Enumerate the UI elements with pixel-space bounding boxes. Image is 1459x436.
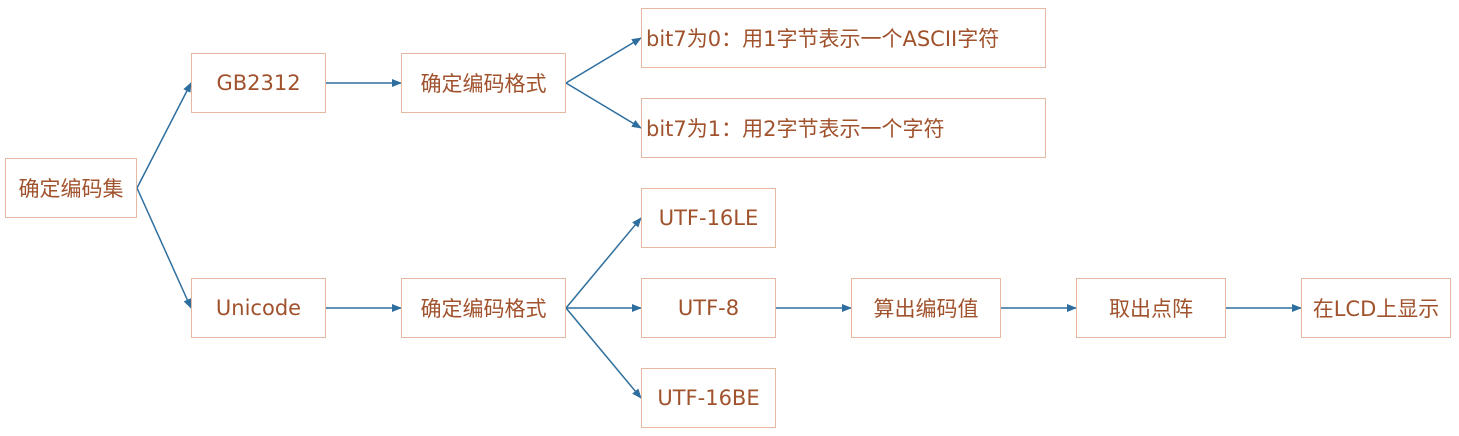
- node-uni-format: 确定编码格式: [401, 278, 566, 338]
- node-utf8: UTF-8: [641, 278, 776, 338]
- node-bit7-1: bit7为1：用2字节表示一个字符: [641, 98, 1046, 158]
- arrow-format-to-bit7-0: [565, 37, 642, 84]
- arrow-format-to-utf16be: [565, 307, 642, 399]
- node-calc-code: 算出编码值: [851, 278, 1001, 338]
- node-show-lcd: 在LCD上显示: [1301, 278, 1451, 338]
- node-utf16be: UTF-16BE: [641, 368, 776, 428]
- node-bit7-0: bit7为0：用1字节表示一个ASCII字符: [641, 8, 1046, 68]
- node-get-dots: 取出点阵: [1076, 278, 1226, 338]
- arrow-format-to-utf16le: [565, 217, 642, 309]
- arrow-format-to-bit7-1: [565, 82, 642, 129]
- arrow-charset-to-gb2312: [136, 82, 192, 189]
- node-gb2312: GB2312: [191, 53, 326, 113]
- node-utf16le: UTF-16LE: [641, 188, 776, 248]
- node-unicode: Unicode: [191, 278, 326, 338]
- arrow-charset-to-unicode: [136, 187, 192, 309]
- node-charset: 确定编码集: [5, 158, 137, 218]
- node-gb-format: 确定编码格式: [401, 53, 566, 113]
